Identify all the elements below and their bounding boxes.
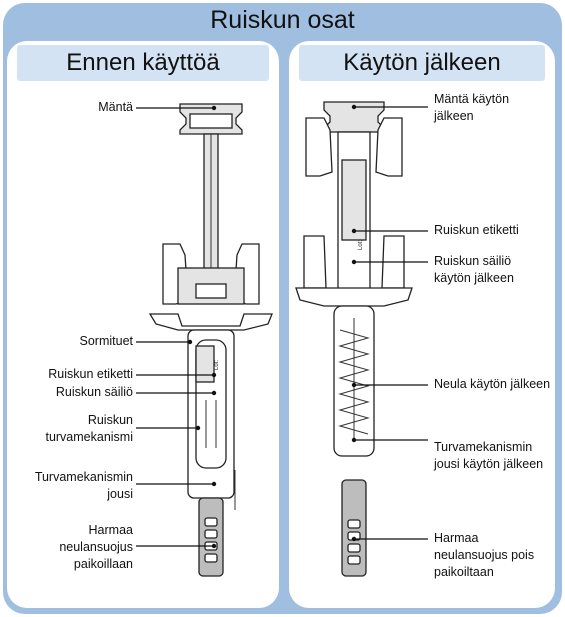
after-use-heading: Käytön jälkeen — [299, 45, 545, 81]
leader-lines — [136, 104, 428, 549]
label-barrel: Ruiskun säiliö — [55, 385, 133, 399]
before-use-panel: Ennen käyttöä — [7, 41, 279, 608]
label-plunger-after: Mäntä käytön jälkeen — [434, 92, 510, 123]
label-finger-grips: Sormituet — [79, 334, 134, 348]
after-use-panel: Käytön jälkeen — [289, 41, 555, 608]
syringe-after-use: Lot: — [295, 101, 413, 577]
label-needle-cap-off: Harmaa neulansuojus pois paikoiltaan — [434, 531, 535, 579]
label-needle-cap-on: Harmaa neulansuojus paikoillaan — [59, 523, 133, 571]
before-use-heading: Ennen käyttöä — [17, 45, 269, 81]
syringe-label-after — [341, 159, 367, 241]
spring-after — [338, 329, 370, 435]
lot-text-before: Lot: — [214, 360, 220, 370]
after-guard-wing-left — [305, 117, 333, 177]
after-finger-grip-flange — [295, 287, 413, 307]
label-safety-guard: Ruiskun turvamekanismi — [45, 413, 133, 444]
label-syringe-label-after: Ruiskun etiketti — [434, 223, 519, 237]
label-guard-spring-after: Turvamekanismin jousi käytön jälkeen — [434, 440, 544, 471]
diagram-title: Ruiskun osat — [210, 6, 355, 34]
finger-grip-flange — [148, 313, 273, 331]
label-barrel-after: Ruiskun säiliö käytön jälkeen — [434, 254, 514, 285]
syringe-before-use: Lot: — [148, 103, 273, 577]
label-syringe-label: Ruiskun etiketti — [48, 367, 133, 381]
plunger-head-inner — [189, 113, 233, 129]
syringe-label-before — [195, 345, 215, 383]
label-guard-spring: Turvamekanismin jousi — [34, 470, 133, 501]
after-guard-wing-right — [375, 117, 403, 177]
lot-text-after: Lot: — [358, 240, 364, 250]
label-plunger: Mäntä — [98, 100, 133, 114]
label-needle-after: Neula käytön jälkeen — [434, 377, 551, 391]
